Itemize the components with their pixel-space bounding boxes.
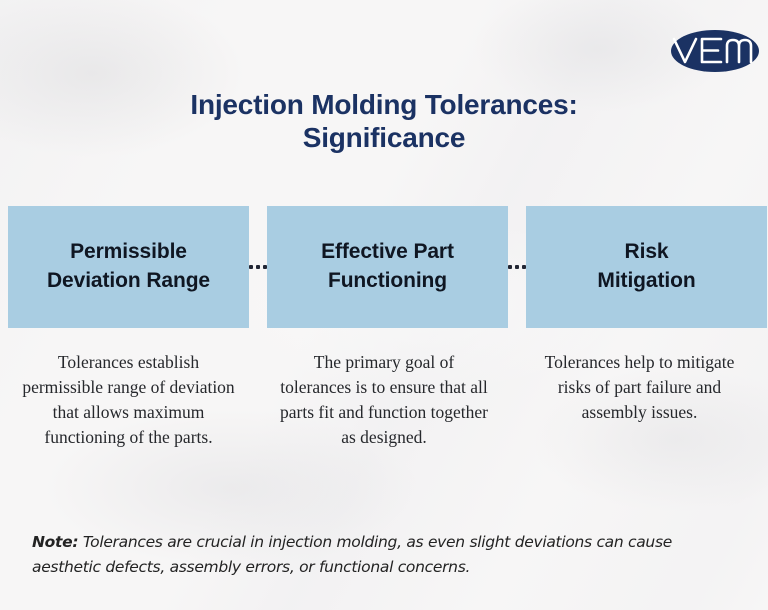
dot (263, 265, 267, 269)
vem-logo (668, 28, 760, 76)
card-header-title: Permissible Deviation Range (47, 238, 210, 296)
footer-note-text: Tolerances are crucial in injection mold… (32, 533, 672, 577)
page-title-line-2: Significance (302, 122, 466, 154)
card-body-permissible-deviation-range: Tolerances establish permissible range o… (22, 352, 235, 447)
dots-separator-icon (508, 265, 526, 269)
card-header-line-1: Risk (624, 240, 669, 264)
separator-1 (249, 206, 267, 328)
separator-2 (508, 206, 526, 328)
card-bodies-row: Tolerances establish permissible range o… (8, 350, 760, 449)
card-header-effective-part-functioning: Effective Part Functioning (267, 206, 508, 328)
card-header-line-2: Mitigation (597, 269, 696, 292)
card-header-risk-mitigation: Risk Mitigation (526, 206, 767, 328)
dot (249, 265, 253, 269)
footer-note-label: Note: (32, 533, 79, 551)
dot (508, 265, 512, 269)
card-header-line-2: Functioning (327, 269, 448, 292)
card-header-line-2: Deviation Range (46, 269, 211, 292)
dot (256, 265, 260, 269)
card-header-title: Risk Mitigation (597, 238, 695, 296)
card-header-permissible-deviation-range: Permissible Deviation Range (8, 206, 249, 328)
page-title-line-1: Injection Molding Tolerances: (190, 89, 578, 120)
dots-separator-icon (249, 265, 267, 269)
dot (522, 265, 526, 269)
dot (515, 265, 519, 269)
card-header-line-1: Permissible (70, 240, 187, 264)
page-title: Injection Molding Tolerances: Significan… (0, 88, 768, 154)
card-header-title: Effective Part Functioning (321, 238, 454, 296)
card-body-risk-mitigation: Tolerances help to mitigate risks of par… (544, 352, 735, 422)
card-body-effective-part-functioning: The primary goal of tolerances is to ens… (280, 352, 488, 447)
card-headers-row: Permissible Deviation Range Effective Pa… (8, 206, 767, 328)
footer-note: Note: Tolerances are crucial in injectio… (32, 530, 738, 580)
card-header-line-1: Effective Part (321, 240, 454, 264)
